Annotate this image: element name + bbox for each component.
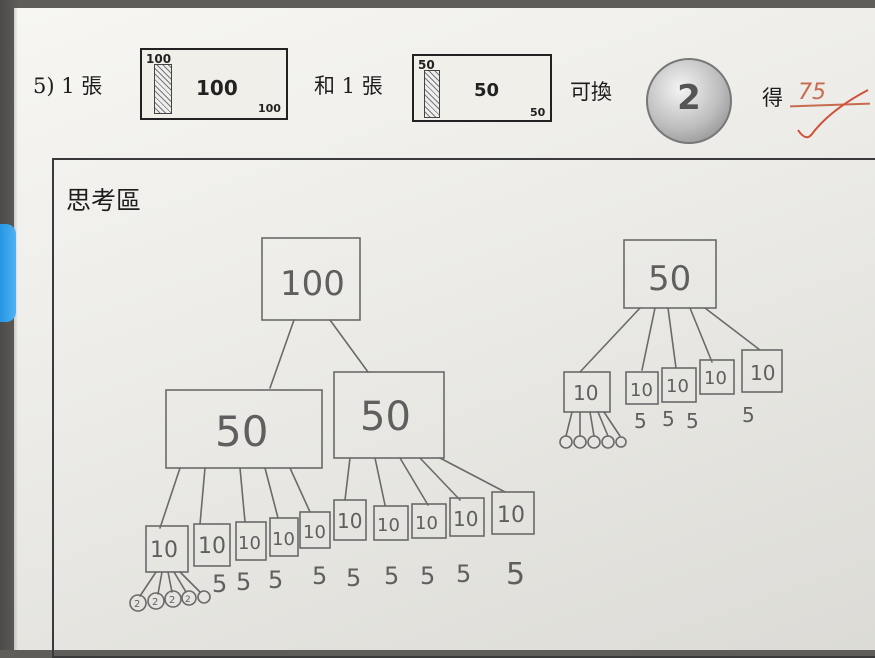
coin-icon xyxy=(588,436,600,448)
svg-text:5: 5 xyxy=(312,562,327,590)
svg-text:5: 5 xyxy=(212,570,227,598)
svg-text:5: 5 xyxy=(506,557,525,592)
tree-50-branches xyxy=(580,308,760,372)
svg-text:10: 10 xyxy=(750,361,775,385)
svg-text:5: 5 xyxy=(686,409,699,433)
svg-text:5: 5 xyxy=(236,568,251,596)
tree-100-coins: 2 2 2 2 xyxy=(130,572,210,611)
svg-text:10: 10 xyxy=(337,509,362,533)
svg-text:5: 5 xyxy=(742,403,755,427)
svg-text:5: 5 xyxy=(456,560,471,588)
svg-text:10: 10 xyxy=(303,522,326,543)
tree-50-coins xyxy=(560,412,626,448)
tree-50-root-label: 50 xyxy=(648,259,691,299)
coin-icon xyxy=(198,591,210,603)
svg-text:10: 10 xyxy=(415,513,438,534)
svg-text:5: 5 xyxy=(662,407,675,431)
svg-text:10: 10 xyxy=(573,381,598,405)
svg-text:5: 5 xyxy=(634,409,647,433)
coin-icon xyxy=(560,436,572,448)
coin-icon xyxy=(574,436,586,448)
svg-text:10: 10 xyxy=(272,529,295,550)
svg-text:10: 10 xyxy=(666,376,689,397)
svg-text:10: 10 xyxy=(453,507,478,531)
coin-icon xyxy=(602,436,614,448)
svg-text:10: 10 xyxy=(630,380,653,401)
svg-text:10: 10 xyxy=(150,538,178,563)
tree-100-right-label: 50 xyxy=(360,394,411,440)
tree-100-left-label: 50 xyxy=(215,407,268,456)
svg-text:2: 2 xyxy=(169,595,175,606)
tree-100-branches xyxy=(270,320,368,388)
svg-text:10: 10 xyxy=(497,503,525,528)
coin-icon xyxy=(616,437,626,447)
svg-text:2: 2 xyxy=(134,599,140,610)
svg-text:2: 2 xyxy=(152,597,158,608)
tree-100-ten-labels: 10 10 10 10 10 10 10 10 10 10 xyxy=(150,503,525,563)
svg-text:5: 5 xyxy=(420,562,435,590)
svg-text:10: 10 xyxy=(238,533,261,554)
svg-text:10: 10 xyxy=(198,534,226,559)
svg-text:5: 5 xyxy=(346,564,361,592)
svg-text:2: 2 xyxy=(185,595,191,605)
tree-50-five-labels: 5 5 5 5 xyxy=(634,403,755,433)
svg-text:10: 10 xyxy=(377,515,400,536)
svg-text:5: 5 xyxy=(268,566,283,594)
tree-100-root-label: 100 xyxy=(280,264,345,304)
svg-text:10: 10 xyxy=(704,368,727,389)
tree-100-five-labels: 5 5 5 5 5 5 5 5 5 xyxy=(212,557,525,598)
svg-text:5: 5 xyxy=(384,562,399,590)
